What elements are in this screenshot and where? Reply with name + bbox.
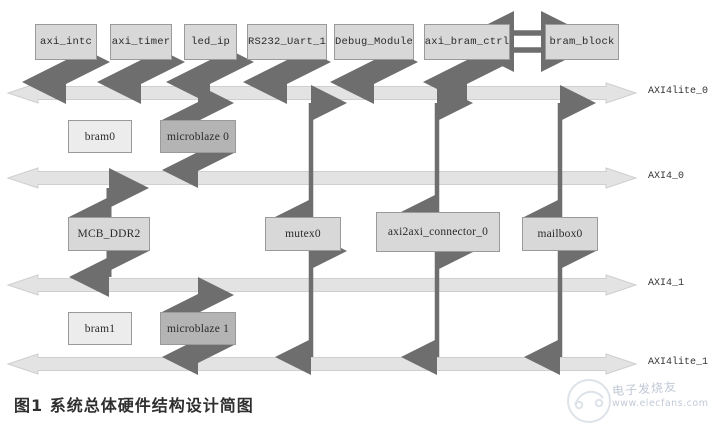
block-microblaze0[interactable]: microblaze 0 — [160, 120, 236, 153]
bus-label-axi4lite_1: AXI4lite_1 — [648, 357, 709, 368]
block-bram0[interactable]: bram0 — [68, 120, 132, 153]
block-axi2axi_connector_0[interactable]: axi2axi_connector_0 — [376, 212, 500, 252]
block-bram1[interactable]: bram1 — [68, 312, 132, 345]
block-mcb_ddr2[interactable]: MCB_DDR2 — [68, 217, 150, 251]
block-rs232_uart_1[interactable]: RS232_Uart_1 — [247, 24, 327, 60]
block-led_ip[interactable]: led_ip — [184, 24, 237, 60]
bus-bar-axi4_1 — [6, 274, 638, 296]
connection-arrows — [22, 11, 596, 375]
bus-bar-axi4lite_0 — [6, 82, 638, 104]
bus-label-axi4lite_0: AXI4lite_0 — [648, 86, 709, 97]
block-axi_intc[interactable]: axi_intc — [35, 24, 97, 60]
block-mutex0[interactable]: mutex0 — [265, 217, 341, 251]
block-microblaze1[interactable]: microblaze 1 — [160, 312, 236, 345]
bus-bar-axi4_0 — [6, 167, 638, 189]
block-debug_module[interactable]: Debug_Module — [334, 24, 414, 60]
block-mailbox0[interactable]: mailbox0 — [522, 217, 598, 251]
watermark-url: www.elecfans.com — [612, 398, 709, 409]
bus-label-axi4_1: AXI4_1 — [648, 278, 685, 289]
figure-caption: 图1 系统总体硬件结构设计简图 — [14, 396, 254, 415]
block-axi_timer[interactable]: axi_timer — [110, 24, 172, 60]
bus-bar-axi4lite_1 — [6, 353, 638, 375]
bus-label-axi4_0: AXI4_0 — [648, 171, 685, 182]
block-axi_bram_ctrl[interactable]: axi_bram_ctrl — [424, 24, 510, 60]
block-bram_block[interactable]: bram_block — [545, 24, 619, 60]
